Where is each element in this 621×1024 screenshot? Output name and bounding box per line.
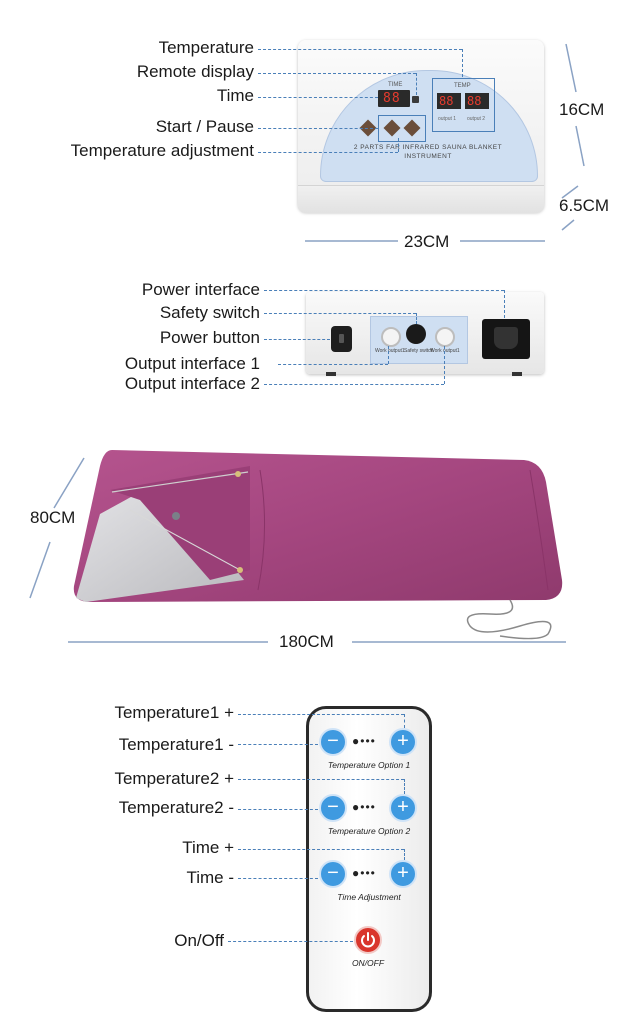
label-temp1-minus: Temperature1 - [118,735,234,754]
leader-output-1 [278,364,388,365]
remote-receiver-icon [412,96,419,103]
leader-remote-display [258,73,416,74]
leader-time-plus-drop [404,849,405,860]
label-output-interface-1: Output interface 1 [124,354,260,373]
temp2-dots: ●••• [352,800,376,814]
label-temp1-plus: Temperature1 + [114,703,234,722]
leader-time-minus [238,878,318,879]
controller-front-base [298,185,544,213]
panel-title-line1: 2 PARTS FAR INFRARED SAUNA BLANKET [353,144,503,151]
label-time: Time [216,86,254,105]
temp1-dots: ●••• [352,734,376,748]
label-temperature-adjustment: Temperature adjustment [70,141,254,160]
panel-title-line2: INSTRUMENT [404,153,452,160]
time-display: 88 [378,90,410,107]
leader-output-2 [264,384,444,385]
leader-time [258,97,378,98]
dim-blanket-length: 180CM [279,632,334,651]
label-power-interface: Power interface [141,280,260,299]
time-digits: 88 [383,91,401,106]
leader-temperature-adjustment [258,152,398,153]
leader-safety-switch [264,313,416,314]
label-temp2-plus: Temperature2 + [114,769,234,788]
label-on-off: On/Off [174,931,224,950]
blanket-illustration [29,450,566,643]
foot-left [326,372,336,376]
time-plus-button[interactable]: + [389,860,417,888]
controller-back: Work output1 Safety switch Work output1 … [0,260,621,410]
leader-power-interface [264,290,504,291]
label-time-minus: Time - [186,868,234,887]
temp1-minus-button[interactable]: − [319,728,347,756]
controller-front: TIME 88 TEMP 88 88 output 1 output 2 2 P… [0,0,621,260]
panel-temp-label: TEMP [454,83,471,89]
on-off-button[interactable] [354,926,382,954]
leader-output-1-rise [388,346,389,364]
temp1-plus-button[interactable]: + [389,728,417,756]
leader-temp1-plus [238,714,404,715]
leader-on-off [228,941,353,942]
dim-blanket-width: 80CM [30,508,76,527]
output-interface-2-port[interactable] [435,327,455,347]
leader-power-interface-drop [504,290,505,318]
leader-temp2-plus-drop [404,779,405,794]
dim-front-height: 16CM [559,100,605,119]
dim-front-width: 23CM [404,232,450,251]
label-time-plus: Time + [182,838,234,857]
leader-safety-switch-drop [416,313,417,324]
panel-time-label: TIME [388,82,403,88]
temp-box-outline [432,78,495,132]
power-icon [361,932,375,948]
power-interface-socket[interactable] [482,319,530,359]
power-button-rocker [339,334,344,343]
leader-temp1-minus [238,744,318,745]
temp2-plus-button[interactable]: + [389,794,417,822]
temp-display-2: 88 [465,93,489,109]
remote-section: − ●••• + Temperature Option 1 − ●••• + T… [0,690,621,1024]
leader-temperature [258,49,462,50]
label-temp2-minus: Temperature2 - [118,798,234,817]
option-1-label: Temperature Option 1 [327,760,411,770]
leader-temperature-adjustment-rise [398,138,399,152]
leader-remote-display-drop [416,73,417,95]
blanket-section: 80CM 180CM [0,430,621,670]
port-label-safety: Safety switch [404,348,434,354]
dim-front-depth: 6.5CM [559,196,610,215]
power-socket-inner [494,327,518,349]
leader-power-button [264,339,330,340]
panel-output-1-label: output 1 [438,116,457,122]
remote-body [306,706,432,1012]
safety-switch-knob[interactable] [406,324,426,344]
foot-right [512,372,522,376]
leader-time-plus [238,849,404,850]
dimension-lines-front [305,43,585,242]
time-adjustment-label: Time Adjustment [337,892,401,902]
label-remote-display: Remote display [136,62,254,81]
label-power-button: Power button [159,328,260,347]
temp-digits-2: 88 [467,94,482,108]
on-off-label: ON/OFF [351,958,385,968]
temp2-minus-button[interactable]: − [319,794,347,822]
button-outline [378,115,426,142]
panel-output-2-label: output 2 [467,116,486,122]
label-output-interface-2: Output interface 2 [124,374,260,393]
time-minus-button[interactable]: − [319,860,347,888]
leader-start-pause [258,128,378,129]
leader-temperature-drop [462,49,463,77]
option-2-label: Temperature Option 2 [327,826,411,836]
label-safety-switch: Safety switch [159,303,260,322]
leader-temp2-plus [238,779,404,780]
leader-temp1-plus-drop [404,714,405,728]
power-button[interactable] [331,326,352,352]
output-interface-1-port[interactable] [381,327,401,347]
label-temperature: Temperature [158,38,254,57]
leader-temp2-minus [238,809,318,810]
time-dots: ●••• [352,866,376,880]
port-label-1: Work output1 [375,348,405,354]
leader-output-2-rise [444,346,445,384]
temp-digits-1: 88 [439,94,454,108]
label-start-pause: Start / Pause [155,117,254,136]
temp-display-1: 88 [437,93,461,109]
